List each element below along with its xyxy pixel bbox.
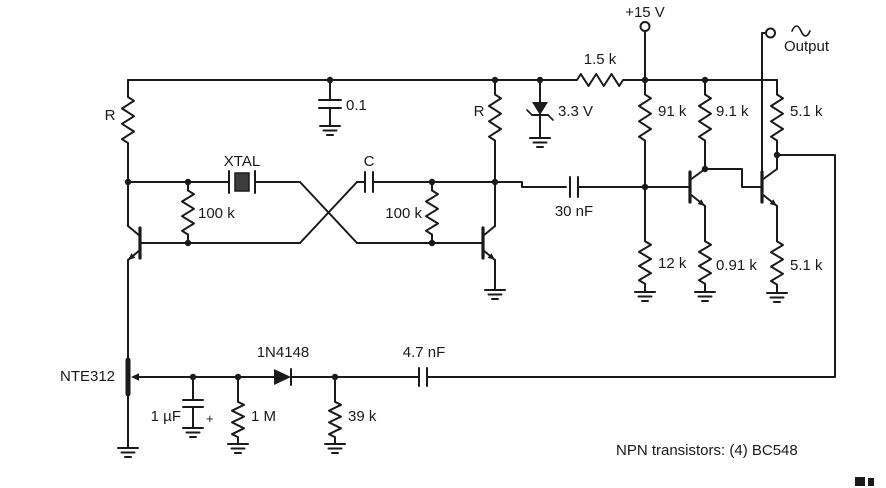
sine-wave-icon <box>791 25 811 37</box>
label-0k91: 0.91 k <box>716 257 757 274</box>
label-39k: 39 k <box>348 408 377 425</box>
label-1k5: 1.5 k <box>584 51 617 68</box>
zener-3v3: 3.3 V <box>526 79 593 148</box>
zener-triangle <box>532 102 548 115</box>
q2-emitter-arrow <box>487 253 495 260</box>
label-1uf: 1 µF <box>151 408 181 425</box>
resistor-5k1-bottom <box>770 232 784 294</box>
wire-cross-diagonal-2 <box>299 181 358 244</box>
label-diode: 1N4148 <box>257 344 310 361</box>
label-9k1: 9.1 k <box>716 103 749 120</box>
junction-dot <box>331 373 339 381</box>
label-12k: 12 k <box>658 255 687 272</box>
wire-output-tap <box>761 32 767 173</box>
resistor-0k91 <box>698 232 712 293</box>
xtal-body <box>234 172 250 192</box>
zener-tick-right <box>547 114 554 121</box>
junction-dot <box>701 165 709 173</box>
q4-collector-lead <box>761 168 778 181</box>
q2-collector-lead <box>482 225 496 237</box>
output-stage: 5.1 k 5.1 k Output <box>426 25 836 378</box>
resistor-100k-left <box>181 181 195 244</box>
junction-dot <box>189 373 197 381</box>
resistor-R-right <box>488 79 502 156</box>
resistor-9k1 <box>698 79 712 156</box>
q1-collector-lead <box>127 225 141 237</box>
zener-tick-left <box>526 109 533 116</box>
wire-q3-to-q4 <box>704 168 763 188</box>
label-30nf: 30 nF <box>555 203 593 220</box>
agc-section: NTE312 1N4148 4.7 nF 1 µF + 1 M 39 k <box>60 344 446 454</box>
oscillator-left: R <box>105 79 142 458</box>
junction-dot <box>124 178 132 186</box>
q4-emitter-arrow <box>769 199 777 206</box>
junction-dot <box>184 239 192 247</box>
label-1uf-polarity: + <box>206 411 214 426</box>
label-jfet: NTE312 <box>60 368 115 385</box>
label-supply: +15 V <box>625 4 665 21</box>
label-91k: 91 k <box>658 103 687 120</box>
label-5k1-bottom: 5.1 k <box>790 257 823 274</box>
resistor-1k5 <box>562 73 638 87</box>
junction-dot <box>773 151 781 159</box>
resistor-12k <box>638 232 652 293</box>
junction-dot <box>491 76 499 84</box>
label-1m: 1 M <box>251 408 276 425</box>
resistor-100k-right <box>425 181 439 244</box>
transistor-note: NPN transistors: (4) BC548 <box>616 442 798 459</box>
label-xtal: XTAL <box>224 153 260 170</box>
junction-dot <box>701 76 709 84</box>
junction-dot <box>536 76 544 84</box>
label-100k-right: 100 k <box>385 205 422 222</box>
resistor-39k <box>328 394 342 445</box>
output-terminal <box>765 27 776 39</box>
wire-feedback-loop <box>426 154 836 378</box>
supply-terminal <box>639 21 651 32</box>
artifact-mark <box>855 477 865 486</box>
junction-dot <box>326 76 334 84</box>
q1-emitter-arrow <box>128 253 136 260</box>
label-5k1-top: 5.1 k <box>790 103 823 120</box>
diode-triangle <box>274 369 291 385</box>
amplifier-stage: 30 nF 91 k 12 k 9.1 k 0.91 k <box>494 79 757 302</box>
junction-dot <box>428 178 436 186</box>
resistor-5k1-top <box>770 79 784 156</box>
junction-dot <box>184 178 192 186</box>
resistor-1m <box>231 394 245 445</box>
junction-dots <box>124 76 781 381</box>
label-R-right: R <box>474 103 485 120</box>
junction-dot <box>234 373 242 381</box>
label-capC: C <box>364 153 375 170</box>
label-R-left: R <box>105 107 116 124</box>
junction-dot <box>641 76 649 84</box>
label-zener: 3.3 V <box>558 103 593 120</box>
resistor-R-left <box>121 79 135 161</box>
junction-dot <box>641 183 649 191</box>
junction-dot <box>428 239 436 247</box>
jfet-gate-arrow <box>131 373 139 381</box>
resistor-91k <box>638 79 652 156</box>
label-100k-left: 100 k <box>198 205 235 222</box>
wire-30nf-left <box>494 181 567 188</box>
q3-emitter-arrow <box>697 199 705 206</box>
bypass-cap-0u1: 0.1 <box>318 79 367 136</box>
oscillator-right: R <box>474 79 506 300</box>
artifact-mark <box>868 478 874 486</box>
cropped-print-artifact <box>855 477 874 486</box>
label-cap01: 0.1 <box>346 97 367 114</box>
junction-dot <box>491 178 499 186</box>
label-4n7: 4.7 nF <box>403 344 446 361</box>
label-output: Output <box>784 38 830 55</box>
